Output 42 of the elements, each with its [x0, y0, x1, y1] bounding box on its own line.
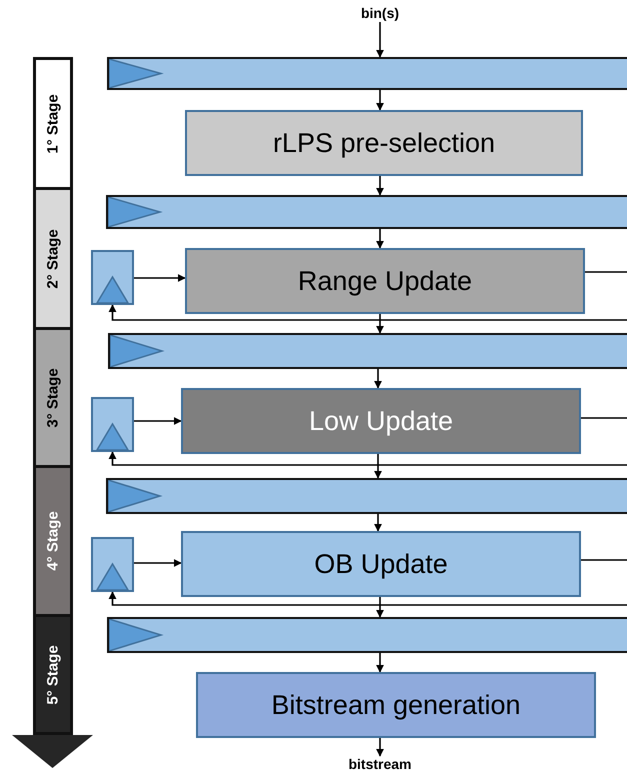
process-box: Low Update	[181, 388, 581, 454]
pipeline-register	[107, 57, 627, 90]
arrow	[108, 417, 627, 466]
arrow	[134, 417, 182, 425]
arrow	[134, 559, 182, 567]
signal-label: bin(s)	[350, 5, 410, 22]
stage-segment	[33, 617, 73, 735]
register-block	[91, 250, 134, 305]
arrow	[376, 22, 384, 58]
stage-segment	[33, 190, 73, 330]
process-box: Range Update	[185, 248, 585, 314]
signal-label: bitstream	[340, 756, 420, 773]
stage-segment	[33, 57, 73, 190]
arrow	[376, 314, 384, 334]
stage-label: 5° Stage	[44, 644, 62, 704]
arrow	[108, 271, 627, 321]
arrow	[376, 597, 384, 618]
arrow	[374, 514, 382, 532]
arrow	[108, 559, 627, 606]
stage-segment	[33, 330, 73, 468]
arrow	[374, 454, 382, 479]
pipeline-register	[106, 195, 627, 229]
pipeline-register	[108, 333, 627, 369]
register-block	[91, 397, 134, 452]
arrow	[376, 229, 384, 249]
arrow	[374, 369, 382, 389]
arrow	[376, 653, 384, 673]
register-block	[91, 537, 134, 592]
stage-label: 4° Stage	[44, 511, 62, 571]
arrow	[376, 90, 384, 111]
stage-label: 2° Stage	[44, 228, 62, 288]
process-box: Bitstream generation	[196, 672, 596, 738]
arrow	[376, 176, 384, 196]
arrow	[134, 274, 186, 282]
stage-label: 1° Stage	[44, 94, 62, 154]
process-box: OB Update	[181, 531, 581, 597]
pipeline-register	[107, 617, 627, 653]
arrow	[376, 738, 384, 757]
pipeline-register	[106, 478, 627, 514]
process-box: rLPS pre-selection	[185, 110, 583, 176]
stage-segment	[33, 468, 73, 617]
stage-label: 3° Stage	[44, 368, 62, 428]
